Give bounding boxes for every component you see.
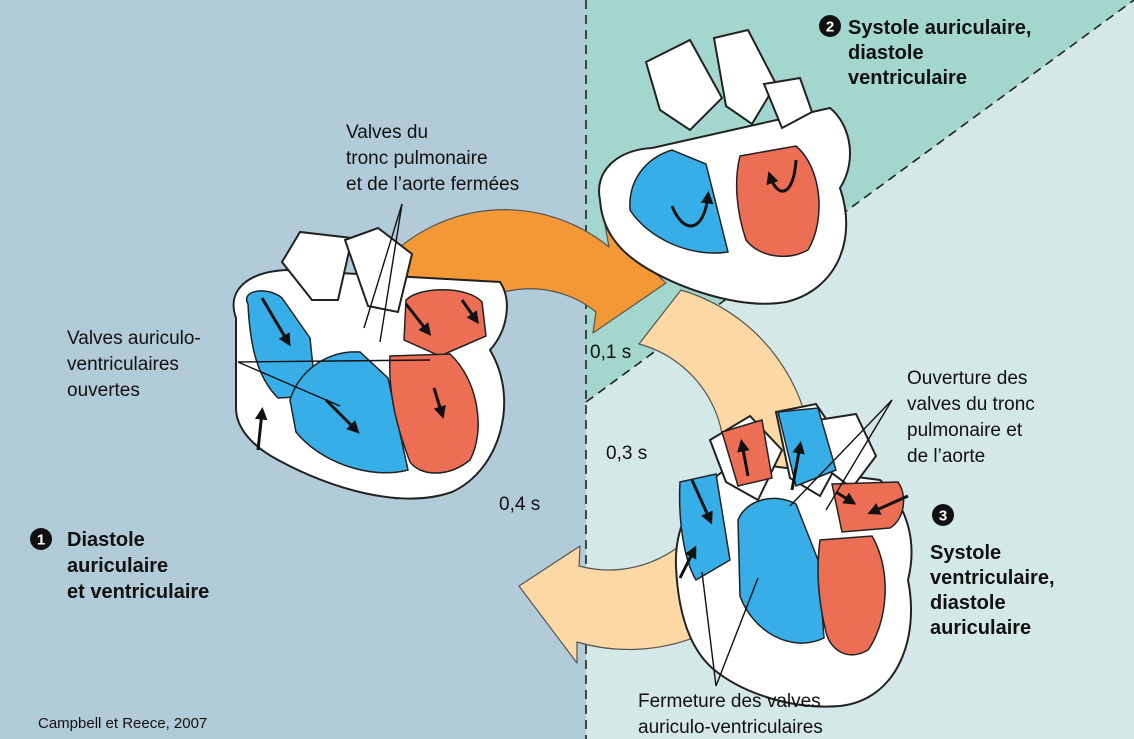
- av-open-line-1: Valves auriculo-: [67, 328, 201, 349]
- time-label-0-1s: 0,1 s: [590, 342, 631, 363]
- phase-1-line-3: et ventriculaire: [67, 581, 209, 603]
- time-label-0-3s: 0,3 s: [606, 443, 647, 464]
- semilunar-open-line-1: Ouverture des: [907, 368, 1027, 389]
- phase-1-line-2: auriculaire: [67, 555, 168, 577]
- heart3-left-ventricle: [818, 536, 885, 655]
- time-label-0-4s: 0,4 s: [499, 494, 540, 515]
- phase-3-line-3: diastole: [930, 592, 1006, 614]
- heart2-left-chamber: [737, 146, 819, 256]
- phase-2-line-3: ventriculaire: [848, 67, 967, 89]
- av-close-line-2: auriculo-ventriculaires: [638, 717, 823, 738]
- phase-2-line-2: diastole: [848, 42, 924, 64]
- semilunar-open-line-3: pulmonaire et: [907, 420, 1023, 441]
- phase-3-line-4: auriculaire: [930, 617, 1031, 639]
- phase-1-line-1: Diastole: [67, 529, 145, 551]
- av-open-line-2: ventriculaires: [67, 354, 179, 375]
- phase-2-badge: 2: [819, 15, 841, 37]
- phase-1-badge: 1: [30, 528, 52, 550]
- phase-2-line-1: Systole auriculaire,: [848, 17, 1031, 39]
- phase-3-number: 3: [939, 508, 947, 525]
- av-open-line-3: ouvertes: [67, 380, 140, 401]
- semilunar-open-line-4: de l’aorte: [907, 446, 985, 467]
- av-close-line-1: Fermeture des valves: [638, 691, 821, 712]
- semilunar-closed-line-2: tronc pulmonaire: [346, 148, 488, 169]
- semilunar-closed-line-3: et de l’aorte fermées: [346, 174, 519, 195]
- phase-3-badge: 3: [932, 504, 954, 526]
- phase-2-number: 2: [826, 19, 834, 36]
- semilunar-closed-line-1: Valves du: [346, 122, 428, 143]
- phase-3-line-2: ventriculaire,: [930, 567, 1055, 589]
- phase-1-number: 1: [37, 532, 45, 549]
- phase-3-line-1: Systole: [930, 542, 1001, 564]
- source-credit: Campbell et Reece, 2007: [38, 715, 207, 732]
- heart3-left-atrium: [832, 482, 904, 532]
- semilunar-open-line-2: valves du tronc: [907, 394, 1035, 415]
